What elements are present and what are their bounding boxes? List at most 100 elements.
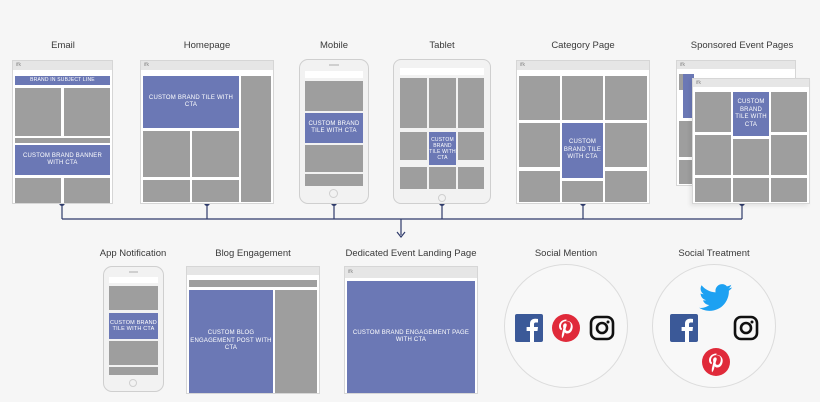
tablet-block (458, 167, 484, 189)
homepage-block (143, 180, 190, 202)
sponsored-block (733, 178, 769, 202)
label-category-page: Category Page (551, 40, 615, 51)
sponsored-back-header (677, 61, 795, 69)
mobile-home-button (329, 189, 338, 198)
sponsored-block (695, 178, 731, 202)
sponsored-block (733, 139, 769, 175)
app-block (109, 367, 158, 375)
category-block (605, 171, 647, 202)
mobile-block (305, 174, 363, 186)
email-block (64, 178, 110, 203)
app-brand-tile: CUSTOM BRAND TILE WITH CTA (109, 313, 158, 339)
mobile-brand-tile: CUSTOM BRAND TILE WITH CTA (305, 113, 363, 143)
homepage-brand-tile: CUSTOM BRAND TILE WITH CTA (143, 76, 239, 128)
sponsored-front-mockup: ifk CUSTOM BRAND TILE WITH CTA (692, 78, 810, 204)
facebook-icon (670, 314, 698, 342)
homepage-header-bar (141, 61, 273, 70)
label-app-notification: App Notification (99, 248, 167, 259)
category-block (519, 76, 560, 120)
tablet-block (458, 132, 484, 160)
instagram-icon (733, 315, 759, 341)
sponsored-block (695, 135, 731, 175)
email-block (64, 88, 110, 136)
blog-engagement-mockup: CUSTOM BLOG ENGAGEMENT POST WITH CTA (186, 266, 320, 394)
tablet-block (400, 132, 427, 160)
blog-sidebar-block (275, 290, 317, 393)
homepage-block (143, 131, 190, 177)
instagram-icon (589, 315, 615, 341)
homepage-mockup: ifk CUSTOM BRAND TILE WITH CTA (140, 60, 274, 204)
tablet-brand-tile: CUSTOM BRAND TILE WITH CTA (429, 132, 456, 165)
blog-post-tile: CUSTOM BLOG ENGAGEMENT POST WITH CTA (189, 290, 273, 393)
sponsored-block (771, 178, 807, 202)
label-email: Email (51, 40, 75, 51)
sponsored-block (695, 92, 731, 132)
label-tablet: Tablet (429, 40, 455, 51)
tablet-block (400, 167, 427, 189)
email-mockup: ifk BRAND IN SUBJECT LINE CUSTOM BRAND B… (12, 60, 113, 204)
label-social-treatment: Social Treatment (678, 248, 750, 259)
mobile-speaker (329, 64, 339, 66)
sponsored-brand-tile: CUSTOM BRAND TILE WITH CTA (733, 92, 769, 136)
category-block (605, 123, 647, 167)
landing-logo: ifk (348, 269, 353, 275)
label-social-mention: Social Mention (534, 248, 598, 259)
app-home-button (129, 379, 137, 387)
facebook-icon (515, 314, 543, 342)
category-block (519, 171, 560, 202)
mobile-mockup: CUSTOM BRAND TILE WITH CTA (299, 59, 369, 204)
app-block (109, 341, 158, 365)
tablet-header-bar (400, 68, 484, 75)
tablet-block (429, 78, 456, 128)
app-notification-mockup: CUSTOM BRAND TILE WITH CTA (103, 266, 164, 392)
category-block (562, 181, 603, 202)
homepage-block (192, 180, 239, 202)
tablet-home-button (438, 194, 446, 202)
category-block (519, 123, 560, 167)
category-block (605, 76, 647, 120)
sponsored-block (771, 135, 807, 175)
homepage-block (241, 76, 271, 202)
category-header-bar (517, 61, 649, 70)
mobile-block (305, 81, 363, 111)
mobile-header-bar (305, 71, 363, 78)
blog-header-bar (187, 267, 319, 275)
homepage-block (192, 131, 239, 177)
landing-page-mockup: ifk CUSTOM BRAND ENGAGEMENT PAGE WITH CT… (344, 266, 478, 394)
landing-header-bar (345, 267, 477, 278)
tablet-block (458, 78, 484, 128)
tablet-block (429, 167, 456, 189)
pinterest-icon (702, 348, 730, 376)
category-page-mockup: ifk CUSTOM BRAND TILE WITH CTA (516, 60, 650, 204)
label-blog-engagement: Blog Engagement (215, 248, 291, 259)
category-logo: ifk (520, 62, 525, 68)
twitter-icon (699, 284, 733, 311)
email-header-bar (13, 61, 112, 70)
email-block (15, 88, 61, 136)
label-dedicated-event-landing-page: Dedicated Event Landing Page (345, 248, 477, 259)
pinterest-icon (552, 314, 580, 342)
tablet-block (400, 78, 427, 128)
email-block (15, 138, 110, 143)
email-logo: ifk (16, 62, 21, 68)
email-subject-tile: BRAND IN SUBJECT LINE (15, 76, 110, 85)
homepage-logo: ifk (144, 62, 149, 68)
email-block (15, 178, 61, 203)
email-banner-tile: CUSTOM BRAND BANNER WITH CTA (15, 145, 110, 175)
app-speaker (129, 271, 138, 273)
landing-page-tile: CUSTOM BRAND ENGAGEMENT PAGE WITH CTA (347, 281, 475, 393)
sponsored-block (771, 92, 807, 132)
sponsored-front-logo: ifk (696, 80, 701, 86)
blog-block (189, 280, 317, 287)
label-sponsored-event-pages: Sponsored Event Pages (690, 40, 794, 51)
category-block (562, 76, 603, 120)
app-header-bar (109, 277, 158, 283)
app-block (109, 286, 158, 310)
sponsored-back-tile (683, 74, 694, 118)
mobile-block (305, 145, 363, 172)
sponsored-back-logo: ifk (680, 62, 685, 68)
sponsored-back-block (679, 160, 694, 184)
sponsored-front-header (693, 79, 809, 87)
category-brand-tile: CUSTOM BRAND TILE WITH CTA (562, 123, 603, 178)
